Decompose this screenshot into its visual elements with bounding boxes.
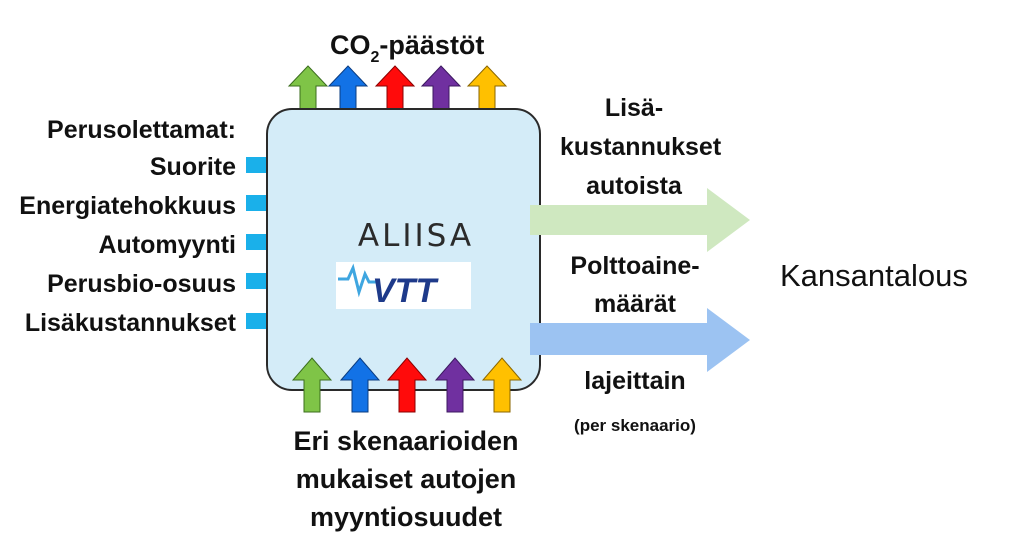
vtt-logo-text: VTT	[372, 272, 439, 309]
emission-arrows	[287, 65, 508, 121]
scenario-arrow-purple	[434, 357, 476, 413]
vtt-logo: VTT	[336, 262, 471, 310]
scenario-arrow-red	[386, 357, 428, 413]
model-box	[266, 108, 541, 391]
emissions-subscript: 2	[370, 49, 380, 67]
inputs-heading: Perusolettamat:	[47, 116, 236, 144]
input-label-1: Suorite	[149, 153, 236, 181]
scenario-label-line-1: Eri skenaarioiden	[293, 426, 519, 456]
scenario-label-line-2: mukaiset autojen	[295, 464, 517, 494]
scenario-arrow-yellow	[481, 357, 523, 413]
cost-label-line-3: autoista	[586, 172, 682, 200]
emissions-suffix: -päästöt	[379, 30, 485, 60]
scenario-arrow-green	[291, 357, 333, 413]
vtt-logo-icon: VTT	[336, 262, 471, 310]
input-label-4: Perusbio-osuus	[47, 270, 236, 298]
by-type-label: lajeittain	[584, 367, 686, 395]
cost-label-line-1: Lisä-	[604, 94, 664, 122]
emissions-prefix: CO	[330, 30, 371, 60]
scenario-arrow-blue	[339, 357, 381, 413]
destination-label: Kansantalous	[780, 258, 968, 293]
fuel-output-arrow	[530, 308, 750, 372]
input-label-5: Lisäkustannukset	[24, 309, 236, 337]
input-label-2: Energiatehokkuus	[19, 192, 236, 220]
per-scenario-label: (per skenaario)	[574, 416, 696, 435]
emissions-title: CO2-päästöt	[330, 30, 485, 67]
model-name: ALIISA	[357, 218, 475, 254]
cost-output-arrow	[530, 188, 750, 252]
scenario-arrows	[291, 357, 523, 413]
fuel-label-line-1: Polttoaine-	[570, 252, 700, 280]
input-label-3: Automyynti	[98, 231, 237, 259]
scenario-label-line-3: myyntiosuudet	[309, 502, 503, 532]
cost-label-line-2: kustannukset	[560, 133, 722, 161]
fuel-label-line-2: määrät	[594, 290, 676, 318]
